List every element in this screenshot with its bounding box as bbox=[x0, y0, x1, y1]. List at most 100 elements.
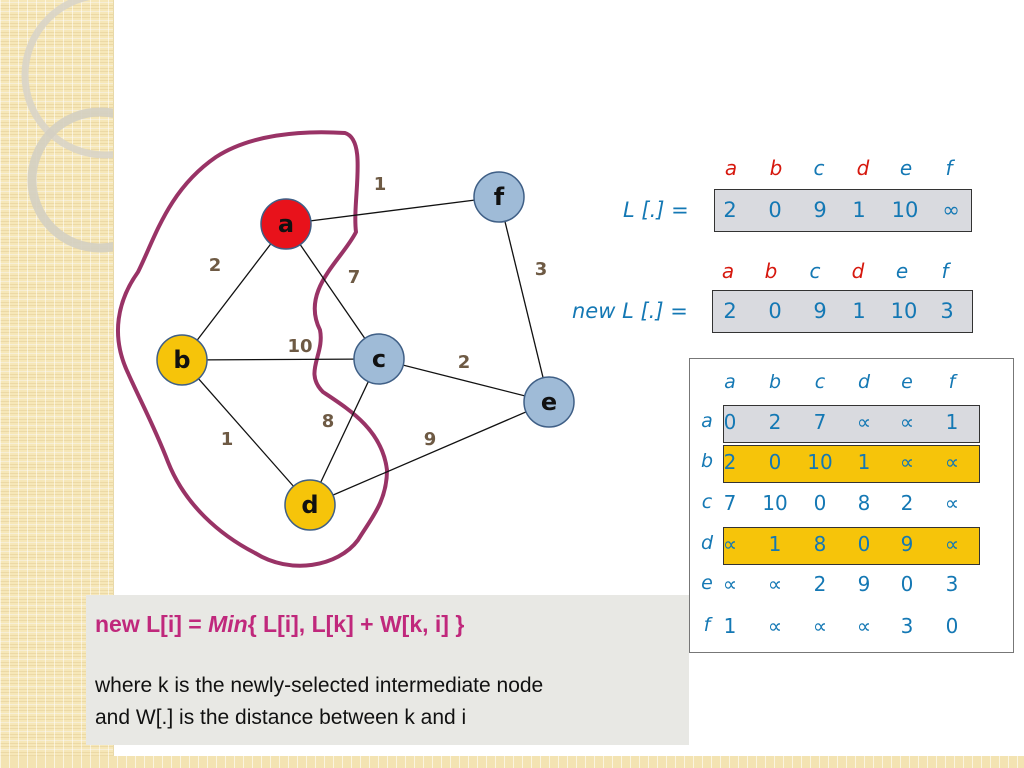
edge-weight-a-f: 1 bbox=[374, 174, 387, 195]
new-l-header-a: a bbox=[721, 259, 735, 283]
l-value-a: 2 bbox=[723, 198, 737, 222]
matrix-cell-d-d: 0 bbox=[857, 532, 871, 556]
matrix-cell-b-a: 2 bbox=[723, 450, 737, 474]
node-label-b: b bbox=[173, 346, 190, 374]
matrix-cell-a-e: ∝ bbox=[899, 410, 915, 434]
new-l-header-e: e bbox=[895, 259, 909, 283]
matrix-row-label-d: d bbox=[700, 532, 714, 554]
matrix-row-label-f: f bbox=[703, 614, 711, 636]
matrix-cell-c-e: 2 bbox=[900, 491, 914, 515]
new-l-header-d: d bbox=[851, 259, 865, 283]
new-l-header-b: b bbox=[764, 259, 778, 283]
matrix-cell-c-b: 10 bbox=[762, 491, 788, 515]
matrix-cell-f-d: ∝ bbox=[856, 614, 872, 638]
matrix-cell-d-c: 8 bbox=[813, 532, 827, 556]
matrix-col-header-a: a bbox=[724, 371, 736, 393]
new-l-header-f: f bbox=[941, 259, 949, 283]
matrix-cell-a-c: 7 bbox=[813, 410, 827, 434]
matrix-col-header-e: e bbox=[901, 371, 913, 393]
l-header-e: e bbox=[899, 156, 913, 180]
matrix-cell-b-e: ∝ bbox=[899, 450, 915, 474]
matrix-cell-e-a: ∝ bbox=[722, 572, 738, 596]
edge-weight-a-b: 2 bbox=[209, 255, 222, 276]
l-value-d: 1 bbox=[852, 198, 866, 222]
matrix-cell-c-f: ∝ bbox=[944, 491, 960, 515]
new-l-table-label: new L [.] = bbox=[572, 299, 688, 323]
l-header-d: d bbox=[856, 156, 870, 180]
l-value-b: 0 bbox=[768, 198, 782, 222]
bottom-decorative-band bbox=[0, 756, 1024, 768]
matrix-cell-d-f: ∝ bbox=[944, 532, 960, 556]
new-l-value-d: 1 bbox=[852, 299, 866, 323]
edge-weight-c-d: 8 bbox=[322, 411, 335, 432]
matrix-cell-b-d: 1 bbox=[857, 450, 871, 474]
new-l-value-e: 10 bbox=[890, 299, 918, 323]
matrix-cell-f-e: 3 bbox=[900, 614, 914, 638]
new-l-value-b: 0 bbox=[768, 299, 782, 323]
l-header-a: a bbox=[724, 156, 738, 180]
l-values-box bbox=[714, 189, 972, 232]
matrix-cell-b-c: 10 bbox=[807, 450, 833, 474]
matrix-row-highlight-b bbox=[723, 445, 980, 483]
l-header-c: c bbox=[813, 156, 825, 180]
node-label-d: d bbox=[301, 491, 318, 519]
edge-b-d bbox=[181, 359, 311, 506]
node-label-f: f bbox=[494, 183, 505, 211]
node-label-a: a bbox=[278, 210, 294, 238]
matrix-row-highlight-d bbox=[723, 527, 980, 565]
decorative-rings bbox=[21, 0, 113, 253]
matrix-col-header-d: d bbox=[857, 371, 871, 393]
new-l-header-c: c bbox=[809, 259, 821, 283]
matrix-cell-a-f: 1 bbox=[945, 410, 959, 434]
l-value-e: 10 bbox=[891, 198, 919, 222]
node-b bbox=[156, 334, 208, 386]
edge-a-c bbox=[285, 223, 380, 360]
new-l-value-c: 9 bbox=[813, 299, 827, 323]
edge-weight-c-e: 2 bbox=[458, 352, 471, 373]
edge-d-e bbox=[309, 401, 550, 506]
l-header-b: b bbox=[769, 156, 783, 180]
edge-c-e bbox=[378, 358, 550, 403]
decorative-sidebar bbox=[0, 0, 113, 768]
edge-b-c bbox=[181, 358, 380, 361]
matrix-cell-f-f: 0 bbox=[945, 614, 959, 638]
matrix-row-label-a: a bbox=[701, 410, 713, 432]
edge-a-b bbox=[181, 223, 287, 361]
matrix-cell-e-e: 0 bbox=[900, 572, 914, 596]
l-value-f: ∞ bbox=[942, 198, 960, 222]
matrix-cell-c-c: 0 bbox=[813, 491, 827, 515]
edge-weight-a-c: 7 bbox=[348, 267, 361, 288]
note-line-2: and W[.] is the distance between k and i bbox=[95, 706, 467, 729]
node-a bbox=[260, 198, 312, 250]
node-label-e: e bbox=[541, 388, 557, 416]
matrix-row-label-e: e bbox=[701, 572, 713, 594]
matrix-cell-e-f: 3 bbox=[945, 572, 959, 596]
new-l-value-f: 3 bbox=[940, 299, 954, 323]
node-f bbox=[473, 171, 525, 223]
matrix-cell-e-c: 2 bbox=[813, 572, 827, 596]
matrix-cell-b-f: ∝ bbox=[944, 450, 960, 474]
l-header-f: f bbox=[945, 156, 953, 180]
edge-weight-f-e: 3 bbox=[535, 259, 548, 280]
node-label-c: c bbox=[372, 345, 386, 373]
matrix-cell-b-b: 0 bbox=[768, 450, 782, 474]
matrix-col-header-b: b bbox=[768, 371, 782, 393]
matrix-row-highlight-a bbox=[723, 405, 980, 443]
update-formula: new L[i] = Min{ L[i], L[k] + W[k, i] } bbox=[95, 611, 464, 638]
matrix-cell-d-a: ∝ bbox=[722, 532, 738, 556]
matrix-col-header-f: f bbox=[948, 371, 956, 393]
formula-rhs: { L[i], L[k] + W[k, i] } bbox=[247, 611, 465, 637]
matrix-cell-f-c: ∝ bbox=[812, 614, 828, 638]
formula-panel: new L[i] = Min{ L[i], L[k] + W[k, i] } w… bbox=[86, 595, 689, 745]
selected-region-outline bbox=[116, 130, 389, 568]
matrix-cell-d-e: 9 bbox=[900, 532, 914, 556]
matrix-cell-c-a: 7 bbox=[723, 491, 737, 515]
edge-f-e bbox=[498, 196, 550, 403]
edge-weight-d-e: 9 bbox=[424, 429, 437, 450]
matrix-cell-a-b: 2 bbox=[768, 410, 782, 434]
node-e bbox=[523, 376, 575, 428]
matrix-col-header-c: c bbox=[814, 371, 826, 393]
sidebar-divider bbox=[113, 0, 114, 768]
matrix-row-label-c: c bbox=[701, 491, 713, 513]
